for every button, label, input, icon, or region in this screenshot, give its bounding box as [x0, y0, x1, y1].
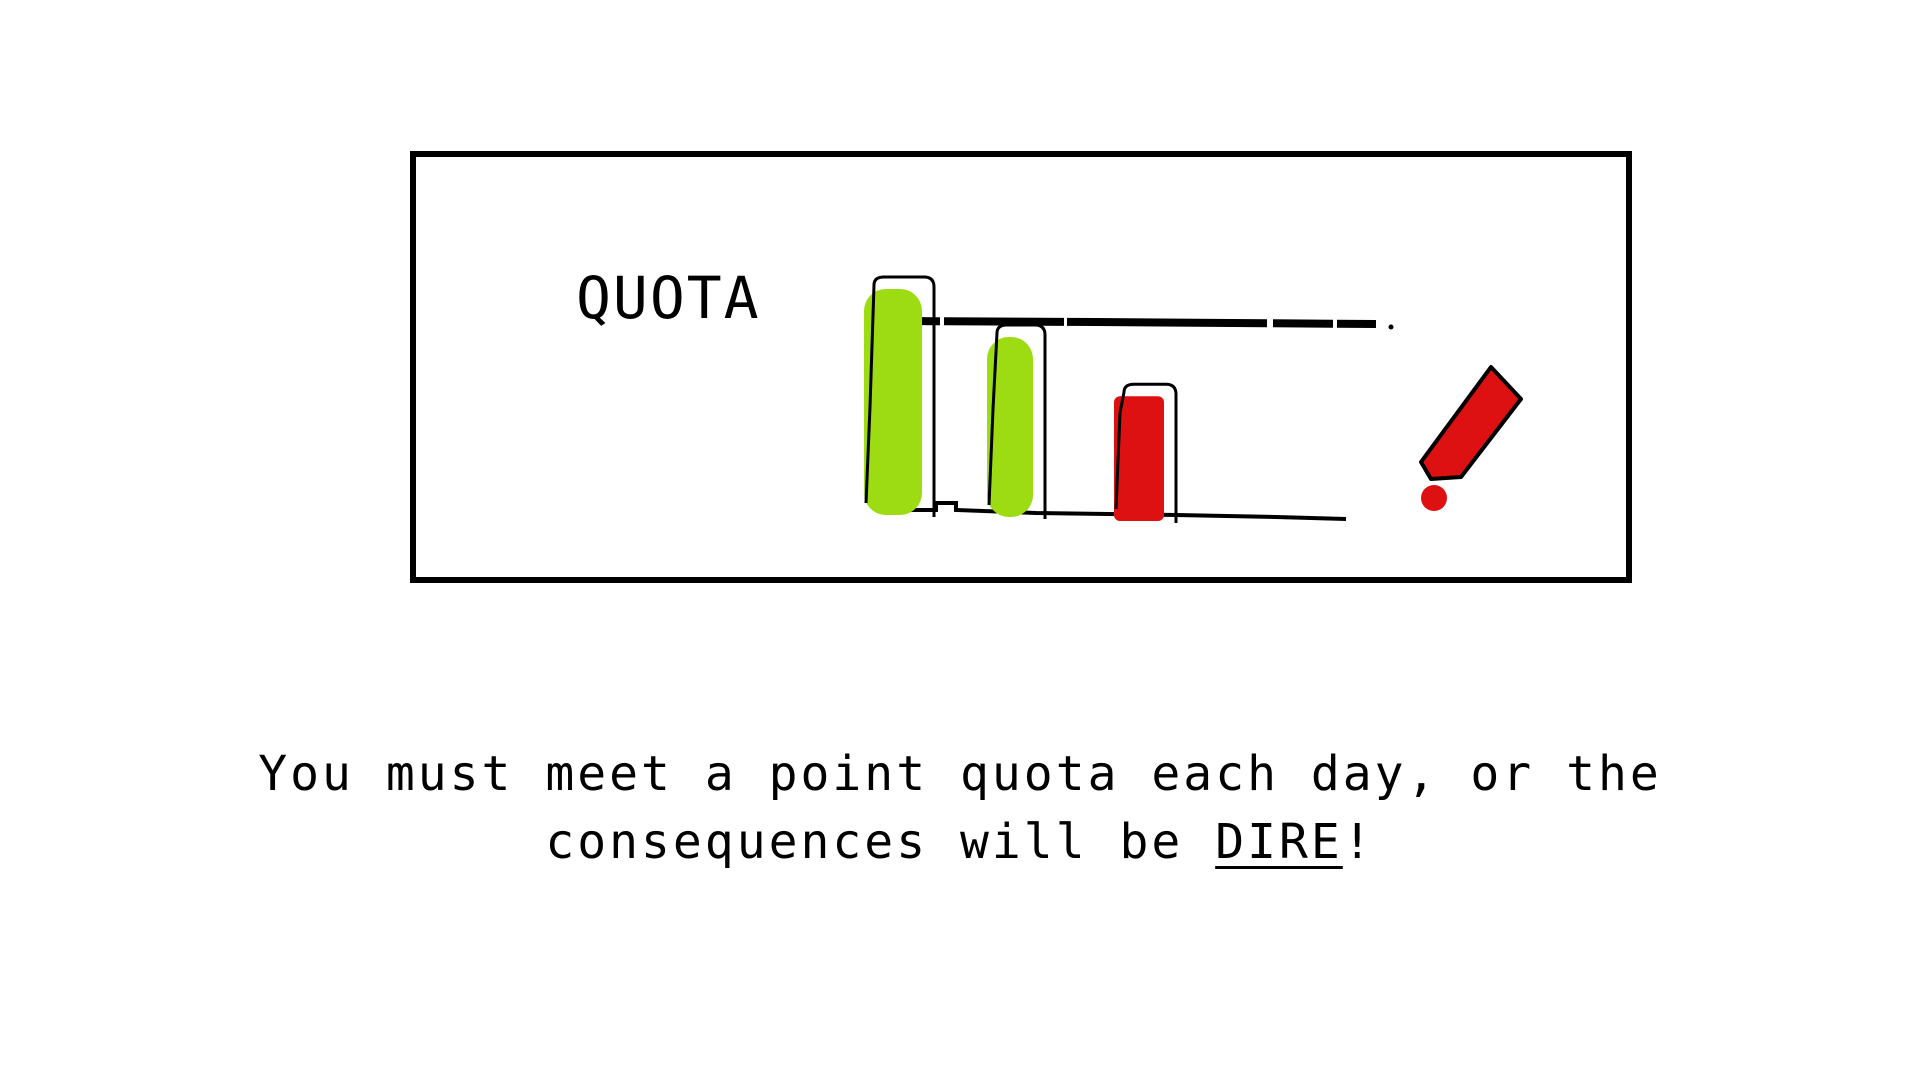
quota-label: QUOTA: [576, 264, 761, 332]
bar-outline-1: [864, 275, 936, 517]
bar-fill-3: [1114, 396, 1164, 521]
exclamation-icon: [1419, 365, 1523, 511]
caption-suffix: !: [1342, 814, 1375, 870]
bar-outline-3: [1114, 382, 1178, 523]
bar-fill-2: [987, 337, 1033, 517]
chart-bars: [864, 275, 1178, 523]
quota-line: [879, 317, 1377, 328]
bar-fill-1: [864, 289, 922, 515]
quota-panel: QUOTA: [410, 151, 1632, 583]
quota-chart: [864, 275, 1523, 523]
bar-outline-2: [987, 323, 1047, 519]
chart-baseline: [880, 501, 1347, 521]
caption-text: You must meet a point quota each day, or…: [258, 746, 1662, 870]
caption-emphasis: DIRE: [1215, 814, 1343, 870]
quota-line-dot: [1388, 324, 1394, 330]
instruction-caption: You must meet a point quota each day, or…: [160, 740, 1760, 876]
